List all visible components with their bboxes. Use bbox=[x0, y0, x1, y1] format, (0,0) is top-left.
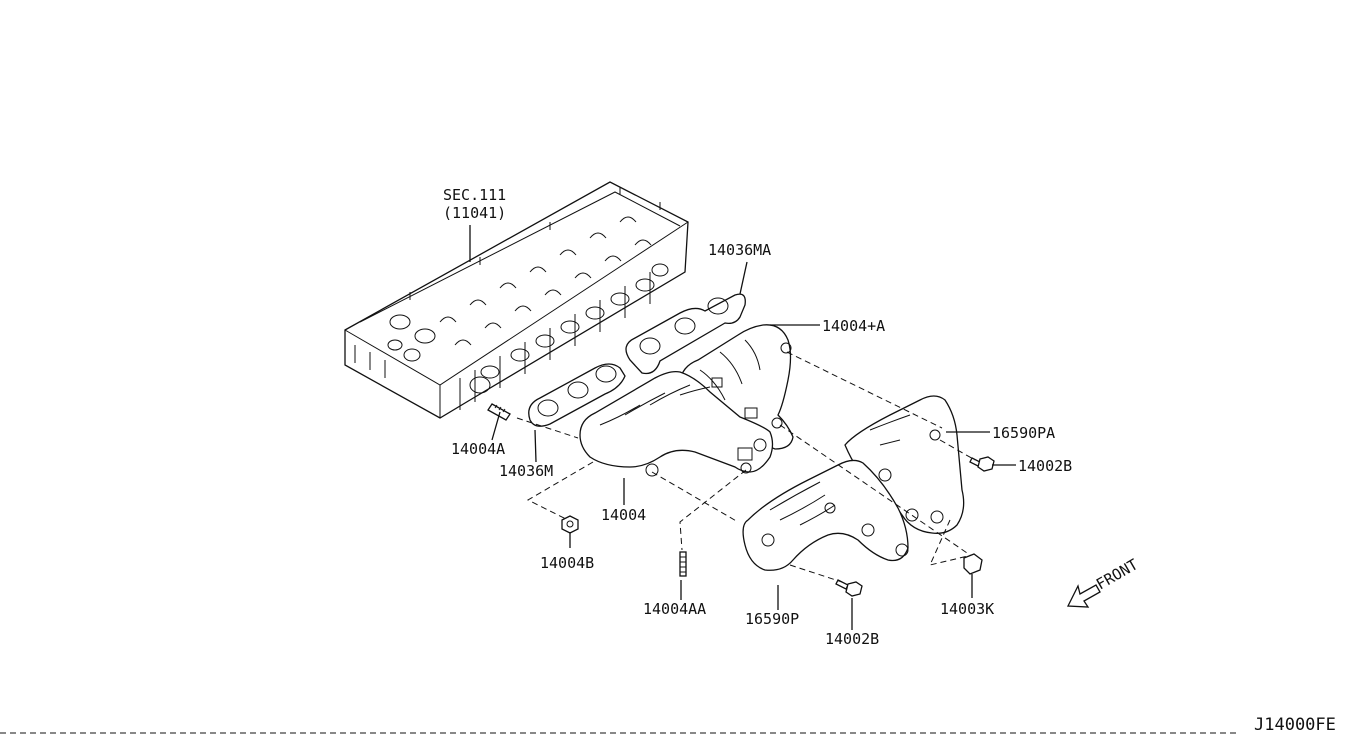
label-14004B: 14004B bbox=[540, 554, 594, 572]
cylinder-head bbox=[344, 181, 689, 419]
front-direction-arrow-icon bbox=[1066, 584, 1101, 608]
gasket-upper-14036MA bbox=[625, 293, 746, 375]
label-16590PA: 16590PA bbox=[992, 424, 1055, 442]
label-14036M: 14036M bbox=[499, 462, 553, 480]
sec-reference-line1: SEC.111 bbox=[443, 186, 506, 204]
label-14004+A: 14004+A bbox=[822, 317, 885, 335]
heat-shield-lower-16590P bbox=[742, 459, 909, 571]
label-14002B-upper: 14002B bbox=[1018, 457, 1072, 475]
clip-14003K bbox=[963, 553, 983, 575]
label-14004AA: 14004AA bbox=[643, 600, 706, 618]
sec-reference-line2: (11041) bbox=[443, 204, 506, 222]
stud-14004AA bbox=[679, 551, 687, 577]
label-14004A: 14004A bbox=[451, 440, 505, 458]
bolt-14002B-lower bbox=[835, 579, 863, 597]
gasket-lower-14036M bbox=[528, 363, 626, 427]
label-14004: 14004 bbox=[601, 506, 646, 524]
assembly-lines bbox=[0, 351, 1240, 734]
front-label: FRONT bbox=[1093, 555, 1141, 593]
leader-lines bbox=[469, 225, 1016, 630]
label-16590P: 16590P bbox=[745, 610, 799, 628]
exhaust-manifold-lower-14004 bbox=[579, 370, 774, 477]
label-14002B-lower: 14002B bbox=[825, 630, 879, 648]
nut-14004B bbox=[561, 515, 579, 534]
label-14036MA: 14036MA bbox=[708, 241, 771, 259]
stud-14004A bbox=[487, 403, 511, 421]
diagram-id: J14000FE bbox=[1254, 715, 1336, 735]
bolt-14002B-upper bbox=[969, 456, 995, 472]
label-14003K: 14003K bbox=[940, 600, 994, 618]
